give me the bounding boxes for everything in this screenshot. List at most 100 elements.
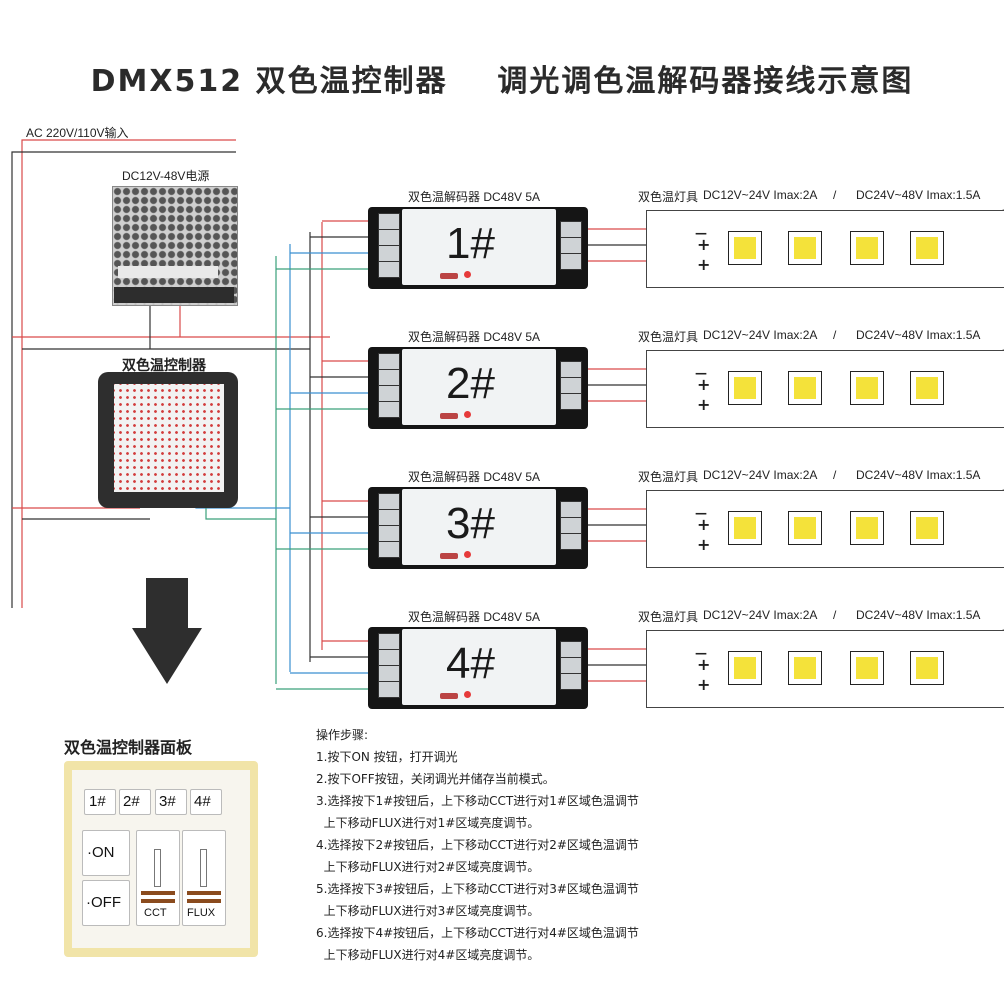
led-chip	[788, 651, 822, 685]
plus-sign: +	[697, 375, 711, 394]
controller-label: 双色温控制器	[122, 358, 206, 374]
flux-label: FLUX	[187, 907, 216, 919]
strip-separator: /	[833, 608, 837, 622]
led-chip-light	[734, 377, 756, 399]
led-chip	[910, 231, 944, 265]
flux-slider[interactable]: FLUX	[182, 830, 226, 926]
zone-4-button[interactable]: 4#	[190, 789, 222, 815]
decoder-input-terminal	[378, 213, 400, 230]
ac-wire-red	[21, 139, 236, 608]
led-chip-light	[734, 517, 756, 539]
led-chip-light	[794, 377, 816, 399]
decoder-output-terminal	[560, 361, 582, 378]
psu-terminal-block	[114, 287, 234, 303]
led-chip-light	[916, 517, 938, 539]
led-chip-light	[916, 657, 938, 679]
cct-slider[interactable]: CCT	[136, 830, 180, 926]
led-chip-light	[856, 237, 878, 259]
decoder-input-terminal	[378, 649, 400, 666]
decoder-output-terminal	[560, 657, 582, 674]
led-chip-light	[794, 237, 816, 259]
strip-separator: /	[833, 468, 837, 482]
decoder-2: 2#	[368, 347, 588, 429]
decoder-input-terminal	[378, 509, 400, 526]
minus-sign: —	[695, 646, 707, 660]
decoder-input-terminal	[378, 633, 400, 650]
on-button[interactable]: ·ON	[82, 830, 130, 876]
led-chip	[728, 231, 762, 265]
step-line: 1.按下ON 按钮，打开调光	[316, 750, 458, 764]
decoder-input-terminal	[378, 401, 400, 418]
led-chip-light	[856, 517, 878, 539]
led-chip-light	[916, 377, 938, 399]
step-line: 4.选择按下2#按钮后，上下移动CCT进行对2#区域色温调节	[316, 838, 639, 852]
led-chip	[850, 231, 884, 265]
strip-range1-label: DC12V~24V Imax:2A	[703, 188, 818, 202]
decoder-output-terminal	[560, 377, 582, 394]
strip-range1-label: DC12V~24V Imax:2A	[703, 328, 818, 342]
decoder-label: 双色温解码器 DC48V 5A	[408, 330, 541, 344]
flux-slider-bar	[187, 891, 221, 895]
strip-name-label: 双色温灯具	[638, 470, 699, 484]
decoder-number: 4#	[446, 639, 495, 688]
decoder-4: 4#	[368, 627, 588, 709]
ac-wire-black	[11, 151, 236, 608]
decoder-face	[402, 489, 556, 565]
psu-label: DC12V-48V电源	[122, 169, 210, 183]
strip-range2-label: DC24V~48V Imax:1.5A	[856, 328, 981, 342]
decoder-number: 3#	[446, 499, 495, 548]
plus-sign: +	[697, 235, 711, 254]
led-chip	[910, 511, 944, 545]
led-chip-light	[734, 237, 756, 259]
led-strip-2	[646, 350, 1004, 428]
minus-sign: —	[695, 506, 707, 520]
decoder-input-terminal	[378, 261, 400, 278]
decoder-input-terminal	[378, 385, 400, 402]
decoder-port	[440, 693, 458, 699]
decoder-face	[402, 209, 556, 285]
step-line: 上下移动FLUX进行对1#区域亮度调节。	[316, 816, 540, 830]
strip-range2-label: DC24V~48V Imax:1.5A	[856, 188, 981, 202]
led-chip	[850, 371, 884, 405]
led-chip	[850, 651, 884, 685]
decoder-input-terminal	[378, 541, 400, 558]
decoder-port	[440, 273, 458, 279]
led-chip	[728, 651, 762, 685]
led-chip	[788, 231, 822, 265]
step-line: 上下移动FLUX进行对4#区域亮度调节。	[316, 948, 540, 962]
decoder-number: 2#	[446, 359, 495, 408]
power-supply-image	[112, 186, 238, 306]
strip-separator: /	[833, 188, 837, 202]
flux-slider-bar	[187, 899, 221, 903]
decoder-status-led	[464, 271, 471, 278]
zone-2-button[interactable]: 2#	[119, 789, 151, 815]
decoder-face	[402, 629, 556, 705]
controller-pcb	[114, 384, 224, 492]
step-line: 5.选择按下3#按钮后，上下移动CCT进行对3#区域色温调节	[316, 882, 639, 896]
plus-sign: +	[697, 535, 711, 554]
decoder-input-terminal	[378, 681, 400, 698]
off-button[interactable]: ·OFF	[82, 880, 130, 926]
plus-sign: +	[697, 655, 711, 674]
decoder-input-terminal	[378, 525, 400, 542]
decoder-input-terminal	[378, 369, 400, 386]
decoder-output-terminal	[560, 641, 582, 658]
zone-3-button[interactable]: 3#	[155, 789, 187, 815]
decoder-input-terminal	[378, 229, 400, 246]
strip-range2-label: DC24V~48V Imax:1.5A	[856, 468, 981, 482]
plus-sign: +	[697, 255, 711, 274]
led-strip-1	[646, 210, 1004, 288]
strip-range1-label: DC12V~24V Imax:2A	[703, 608, 818, 622]
decoder-label: 双色温解码器 DC48V 5A	[408, 190, 541, 204]
decoder-output-terminal	[560, 253, 582, 270]
zone-1-button[interactable]: 1#	[84, 789, 116, 815]
decoder-input-terminal	[378, 665, 400, 682]
decoder-port	[440, 553, 458, 559]
minus-sign: —	[695, 226, 707, 240]
decoder-status-led	[464, 691, 471, 698]
cct-slider-bar	[141, 891, 175, 895]
decoder-output-terminal	[560, 237, 582, 254]
plus-sign: +	[697, 395, 711, 414]
psu-nameplate	[118, 266, 218, 278]
cct-slider-slot	[154, 849, 161, 887]
